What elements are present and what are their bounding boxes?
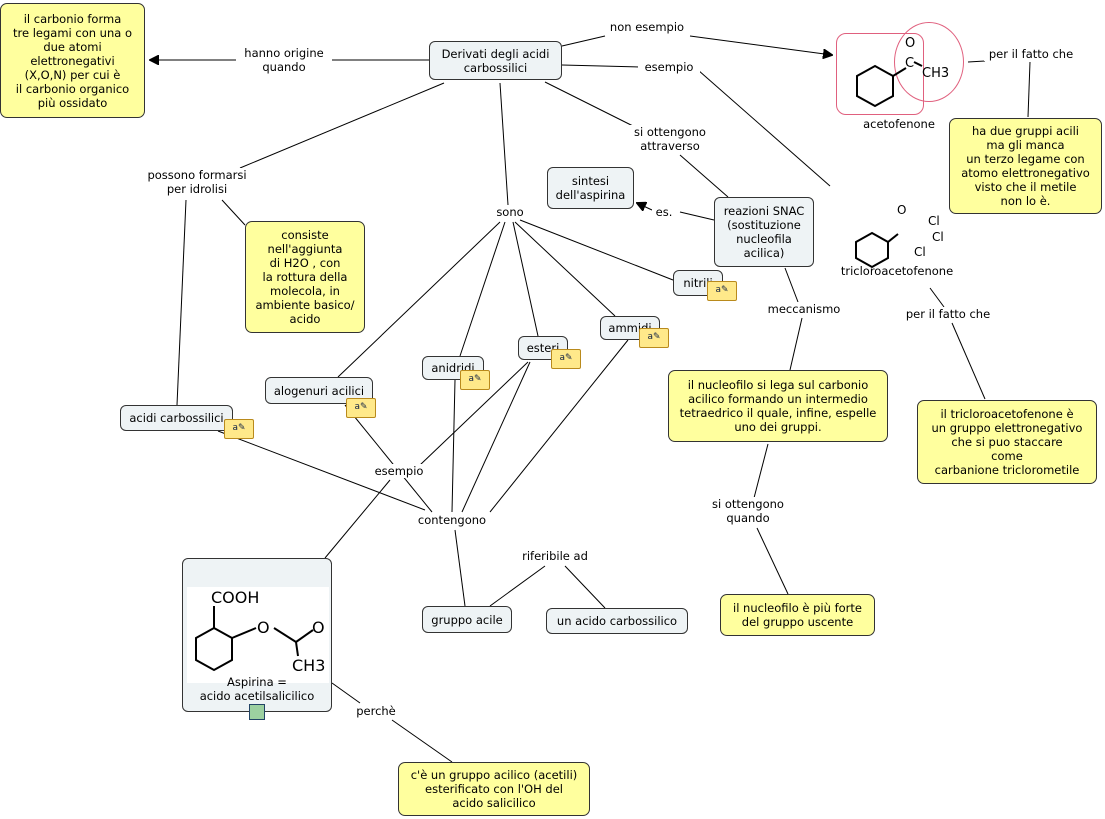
link-esempio[interactable]: esempio xyxy=(638,60,700,74)
link-si-ottengono-quando[interactable]: si ottengono quando xyxy=(703,497,793,525)
chem-cooh: COOH xyxy=(211,588,260,607)
concept-gruppo-acile[interactable]: gruppo acile xyxy=(422,606,512,633)
link-es[interactable]: es. xyxy=(652,205,676,219)
resource-icon[interactable]: a✎ xyxy=(551,349,581,369)
chem-o: O xyxy=(905,36,916,51)
note-idrolisi[interactable]: consiste nell'aggiunta di H2O , con la r… xyxy=(245,221,365,333)
chem-cl3: Cl xyxy=(914,245,926,259)
note-gruppo-acilico[interactable]: c'è un gruppo acilico (acetili) esterifi… xyxy=(398,762,590,816)
resource-icon[interactable]: a✎ xyxy=(707,281,737,301)
concept-sintesi-aspirina[interactable]: sintesi dell'aspirina xyxy=(547,167,634,209)
link-perche[interactable]: perchè xyxy=(350,704,402,718)
concept-derivati[interactable]: Derivati degli acidi carbossilici xyxy=(429,41,562,80)
chem-o3: O xyxy=(257,618,270,637)
note-nucleofilo-forte[interactable]: il nucleofilo è più forte del gruppo usc… xyxy=(720,594,875,636)
aspirina-label: Aspirina = acido acetilsalicilico xyxy=(199,675,315,703)
concept-tricloroacetofenone[interactable]: tricloroacetofenone xyxy=(840,264,954,278)
link-per-il-fatto-che-2[interactable]: per il fatto che xyxy=(898,307,998,321)
link-idrolisi[interactable]: possono formarsi per idrolisi xyxy=(140,168,254,196)
image-icon[interactable] xyxy=(249,704,265,720)
link-per-il-fatto-che[interactable]: per il fatto che xyxy=(984,47,1078,61)
resource-icon[interactable]: a✎ xyxy=(639,328,669,348)
concept-acido-carbossilico[interactable]: un acido carbossilico xyxy=(546,608,688,634)
chem-cl1: Cl xyxy=(928,214,940,228)
chem-c: C xyxy=(905,56,915,71)
chem-ch3: CH3 xyxy=(922,66,950,81)
highlight-circle xyxy=(894,22,964,102)
resource-icon[interactable]: a✎ xyxy=(460,370,490,390)
concept-acidi-carbossilici[interactable]: acidi carbossilici xyxy=(120,405,233,431)
link-non-esempio[interactable]: non esempio xyxy=(602,20,692,34)
concept-acetofenone[interactable]: acetofenone xyxy=(863,117,935,131)
link-hanno-origine[interactable]: hanno origine quando xyxy=(236,46,332,74)
concept-reazioni-snac[interactable]: reazioni SNAC (sostituzione nucleofila a… xyxy=(714,197,814,267)
link-meccanismo[interactable]: meccanismo xyxy=(762,302,846,316)
chem-cl2: Cl xyxy=(932,230,944,244)
concept-alogenuri-acilici[interactable]: alogenuri acilici xyxy=(265,377,373,404)
note-nucleofilo[interactable]: il nucleofilo si lega sul carbonio acili… xyxy=(668,370,888,442)
chem-o2: O xyxy=(897,203,907,217)
link-esempio-2[interactable]: esempio xyxy=(370,464,428,478)
resource-icon[interactable]: a✎ xyxy=(224,419,254,439)
link-riferibile-ad[interactable]: riferibile ad xyxy=(518,549,592,563)
link-sono[interactable]: sono xyxy=(492,205,528,219)
note-due-gruppi[interactable]: ha due gruppi acili ma gli manca un terz… xyxy=(949,118,1102,214)
link-contengono[interactable]: contengono xyxy=(412,513,492,527)
resource-icon[interactable]: a✎ xyxy=(346,398,376,418)
note-carbonio[interactable]: il carbonio forma tre legami con una o d… xyxy=(0,3,145,118)
note-tricloro[interactable]: il tricloroacetofenone è un gruppo elett… xyxy=(917,400,1097,484)
chem-ch3-2: CH3 xyxy=(292,656,326,675)
chem-o4: O xyxy=(312,618,325,637)
link-si-ottengono-attraverso[interactable]: si ottengono attraverso xyxy=(625,125,715,153)
